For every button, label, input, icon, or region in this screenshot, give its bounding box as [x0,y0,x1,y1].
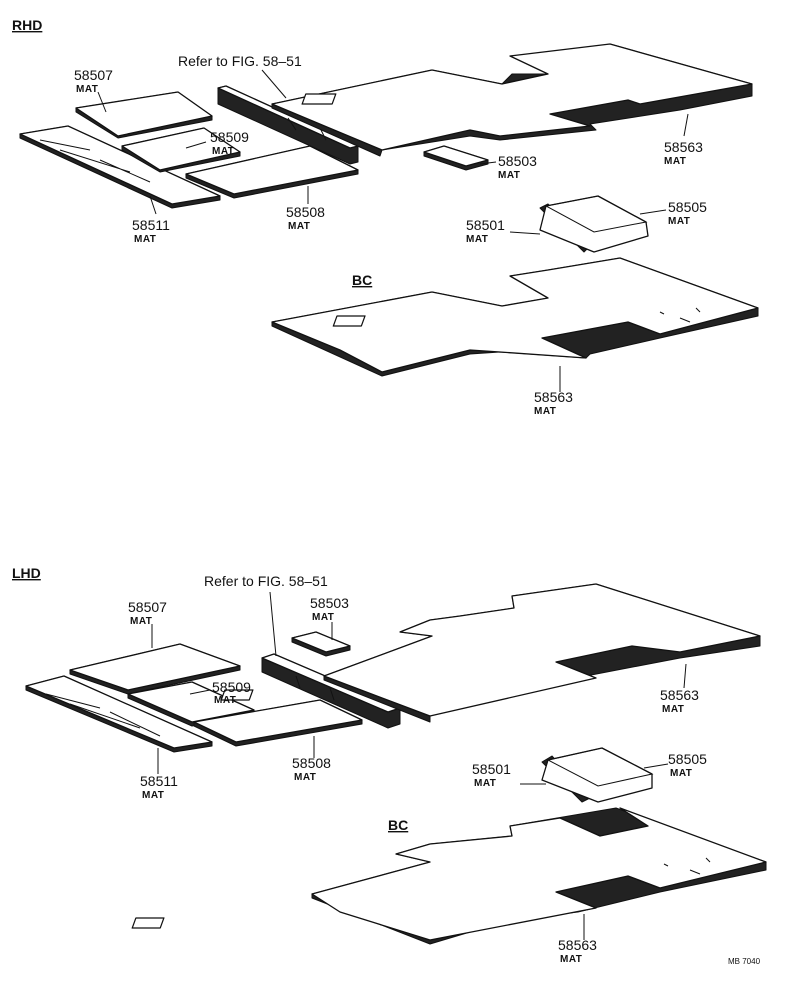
svg-text:58508: 58508 [286,204,325,220]
lhd-callout-58505: 58505 MAT [668,751,707,779]
svg-text:58563: 58563 [660,687,699,703]
lhd-section-title: LHD [12,565,41,581]
svg-text:58563: 58563 [664,139,703,155]
svg-text:58511: 58511 [140,773,178,789]
svg-text:MAT: MAT [498,170,520,181]
lhd-callout-58511: 58511 MAT [140,773,178,801]
rhd-bc-mat-58563 [271,257,759,377]
svg-text:MAT: MAT [142,790,164,801]
svg-text:58509: 58509 [210,129,249,145]
lhd-callout-58501: 58501 MAT [472,761,511,789]
lhd-mat-58563 [220,583,761,723]
rhd-leaders [97,69,689,235]
svg-text:MAT: MAT [288,221,310,232]
svg-text:MAT: MAT [214,695,236,706]
lhd-callout-58503: 58503 MAT [310,595,349,623]
svg-text:MAT: MAT [466,234,488,245]
rhd-callout-58501: 58501 MAT [466,217,505,245]
svg-text:MAT: MAT [668,216,690,227]
rhd-section: RHD Refer to FIG. 58–51 [12,17,759,417]
svg-text:MAT: MAT [670,768,692,779]
svg-text:MAT: MAT [560,954,582,965]
lhd-section: LHD Refer to FIG. 58–51 [12,565,767,965]
svg-text:MAT: MAT [130,616,152,627]
lhd-mat-58503 [291,631,351,657]
rhd-callout-58563: 58563 MAT [664,139,703,167]
lhd-callout-58508: 58508 MAT [292,755,331,783]
rhd-bc-callout-58563: 58563 MAT [534,389,573,417]
svg-text:MAT: MAT [664,156,686,167]
rhd-mat-58511 [19,125,221,209]
rhd-mat-58507 [75,91,213,139]
svg-text:MAT: MAT [662,704,684,715]
rhd-bc-title: BC [352,272,372,288]
rhd-callout-58509: 58509 MAT [210,129,249,157]
lhd-refer-note: Refer to FIG. 58–51 [204,573,328,589]
rhd-mat-58509 [121,127,241,173]
lhd-callout-58509: 58509 MAT [212,679,251,706]
svg-text:58503: 58503 [310,595,349,611]
svg-text:MAT: MAT [312,612,334,623]
svg-text:58508: 58508 [292,755,331,771]
lhd-mat-58508 [193,699,363,747]
rhd-refer-note: Refer to FIG. 58–51 [178,53,302,69]
svg-text:58501: 58501 [466,217,505,233]
lhd-callout-58507: 58507 MAT [128,599,167,627]
rhd-divider-strip [217,85,359,165]
lhd-bc-callout-58563: 58563 MAT [558,937,597,965]
lhd-mat-58505-block [541,747,654,803]
rhd-section-title: RHD [12,17,42,33]
lhd-mat-58509 [127,681,255,727]
rhd-mat-58505-block [539,195,649,253]
svg-text:58563: 58563 [558,937,597,953]
svg-text:MAT: MAT [212,146,234,157]
svg-text:58563: 58563 [534,389,573,405]
svg-text:MAT: MAT [474,778,496,789]
rhd-callout-58507: 58507 MAT [74,67,113,95]
lhd-callout-58563: 58563 MAT [660,687,699,715]
svg-text:58505: 58505 [668,751,707,767]
lhd-bc-mat-58563 [131,807,767,945]
svg-text:MAT: MAT [134,234,156,245]
svg-text:58507: 58507 [74,67,113,83]
rhd-callout-58505: 58505 MAT [668,199,707,227]
svg-text:58507: 58507 [128,599,167,615]
svg-text:58505: 58505 [668,199,707,215]
lhd-bc-title: BC [388,817,408,833]
lhd-mat-58507 [69,643,241,695]
rhd-callout-58508: 58508 MAT [286,204,325,232]
rhd-mat-58503 [423,145,489,171]
svg-text:MAT: MAT [76,84,98,95]
svg-text:MAT: MAT [294,772,316,783]
lhd-mat-58511 [25,675,213,753]
svg-text:58509: 58509 [212,679,251,695]
lhd-leaders [151,591,687,785]
svg-text:58501: 58501 [472,761,511,777]
rhd-mat-58563 [271,43,753,157]
svg-text:58511: 58511 [132,217,170,233]
svg-text:MAT: MAT [534,406,556,417]
rhd-callout-58511: 58511 MAT [132,217,170,245]
rhd-callout-58503: 58503 MAT [498,153,537,181]
figure-code: MB 7040 [728,957,761,966]
svg-text:58503: 58503 [498,153,537,169]
